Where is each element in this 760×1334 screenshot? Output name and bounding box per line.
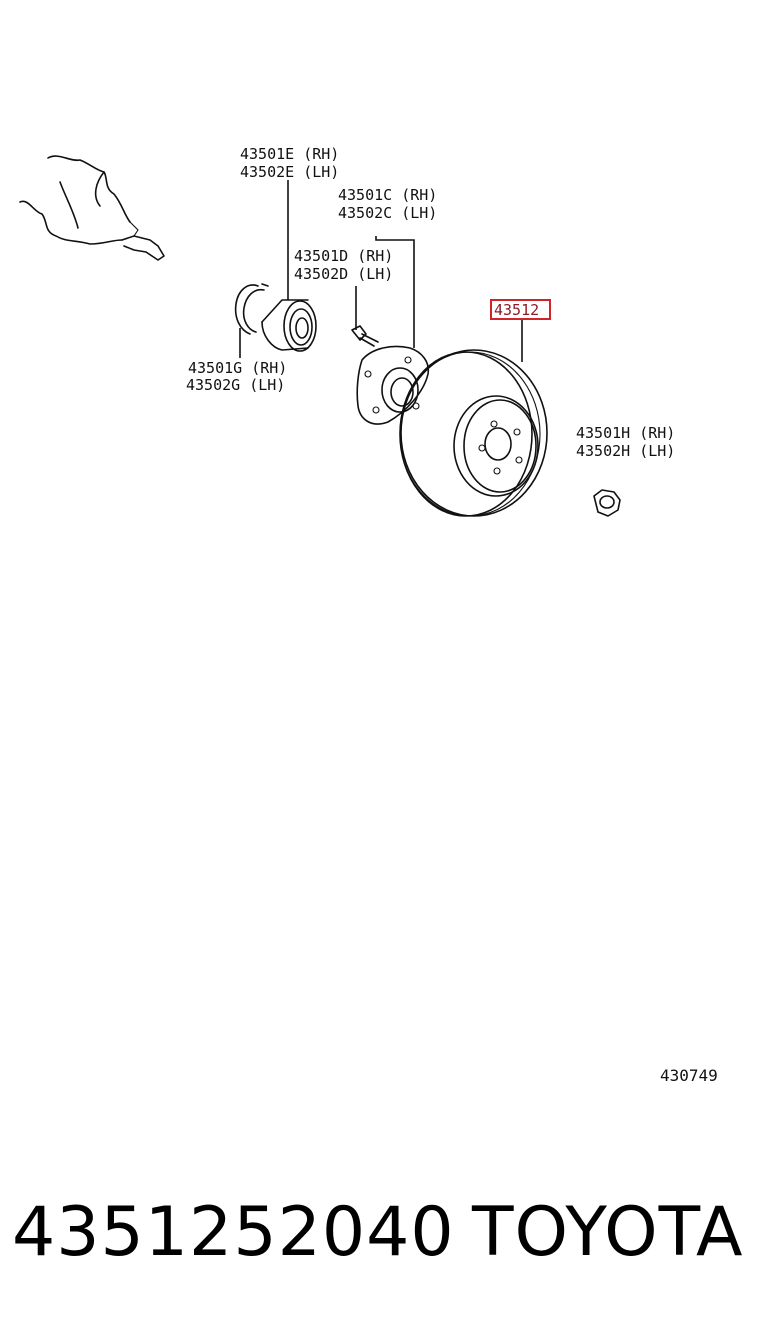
nut-rh-label: 43501H (RH)	[576, 424, 675, 442]
highlighted-part-callout[interactable]: 43512	[490, 299, 551, 320]
nut-lh-label: 43502H (LH)	[576, 442, 675, 460]
hub	[356, 345, 430, 425]
drive-shaft-boot	[19, 155, 165, 261]
part-number: 4351252040	[12, 1193, 455, 1272]
hub-bolt-lh-label: 43502D (LH)	[294, 265, 393, 283]
highlight-box	[490, 299, 551, 320]
hub-rh-label: 43501C (RH)	[338, 186, 437, 204]
snap-ring	[234, 283, 269, 335]
hub-bolt-rh-label: 43501D (RH)	[294, 247, 393, 265]
snap-ring-lh-label: 43502G (LH)	[186, 376, 285, 394]
figure-number: 430749	[660, 1066, 718, 1085]
hub-bolt	[351, 325, 379, 347]
bearing	[261, 299, 317, 352]
leader-lines	[239, 180, 523, 362]
bearing-lh-label: 43502E (LH)	[240, 163, 339, 181]
snap-ring-rh-label: 43501G (RH)	[188, 359, 287, 377]
hub-lh-label: 43502C (LH)	[338, 204, 437, 222]
bearing-rh-label: 43501E (RH)	[240, 145, 339, 163]
hub-nut	[593, 489, 621, 517]
footer: 4351252040 TOYOTA	[0, 1188, 760, 1278]
brake-disc	[399, 349, 548, 517]
highlighted-part-label[interactable]: 43512	[494, 301, 539, 319]
brand-name: TOYOTA	[472, 1193, 744, 1272]
